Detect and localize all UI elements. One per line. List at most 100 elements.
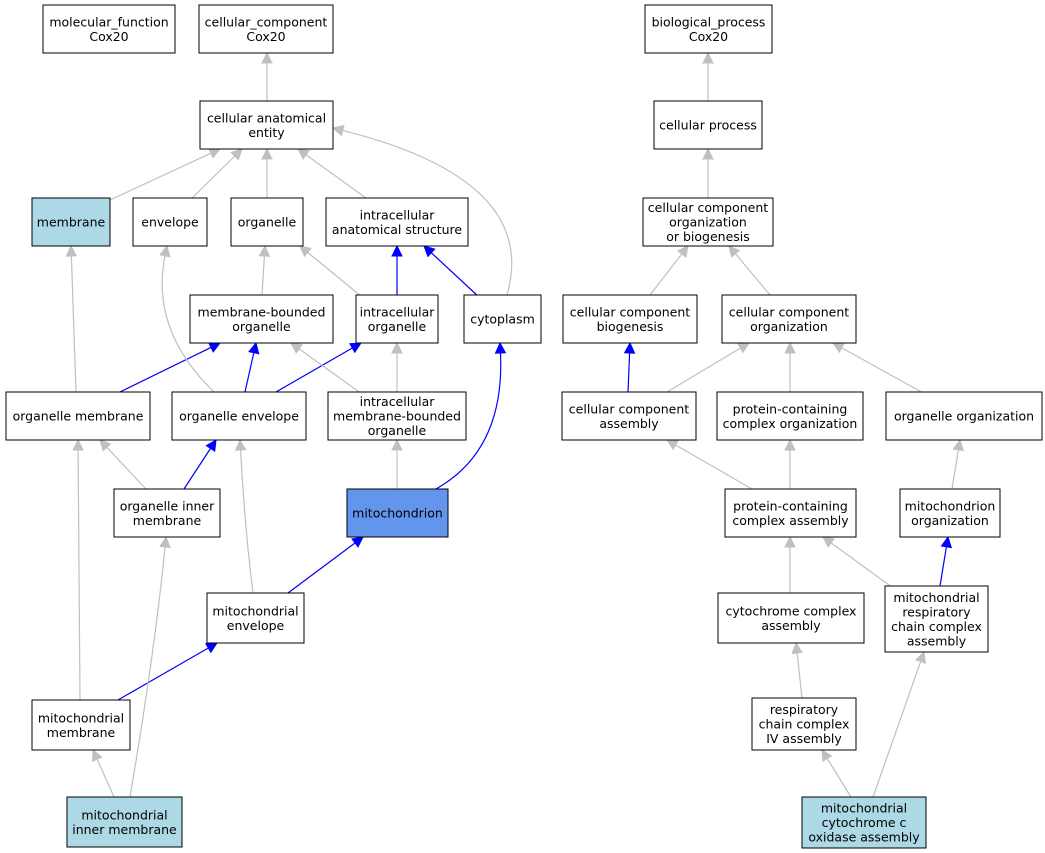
node-label-line: cytoplasm xyxy=(470,312,535,327)
node-label-line: cellular anatomical xyxy=(207,110,326,125)
node-organelle-membrane[interactable]: organelle membrane xyxy=(5,391,151,441)
node-membrane[interactable]: membrane xyxy=(31,197,111,247)
edge-intracellular_organelle-to-organelle xyxy=(299,245,363,298)
edges-layer xyxy=(65,51,965,798)
edge-cellular_anatomical_entity-to-cellular_component xyxy=(261,51,273,101)
node-label-line: IV assembly xyxy=(766,731,842,746)
node-label-line: mitochondrion xyxy=(352,506,443,521)
edge-mito_organization-to-organelle_organization xyxy=(951,438,965,490)
node-box xyxy=(717,592,865,644)
node-label-line: protein-containing xyxy=(733,498,848,513)
edge-mito_membrane-to-organelle_membrane xyxy=(72,438,84,701)
node-box xyxy=(562,294,698,344)
node-label-line: membrane xyxy=(133,513,202,528)
node-label-line: organelle membrane xyxy=(13,409,144,424)
node-box xyxy=(171,391,307,441)
node-box xyxy=(198,4,334,54)
node-label-line: mitochondrial xyxy=(893,590,979,605)
edge-mcoa-to-mrcca xyxy=(872,650,926,798)
node-box xyxy=(885,391,1043,441)
node-organelle[interactable]: organelle xyxy=(230,197,304,247)
node-label-line: biological_process xyxy=(652,14,766,29)
node-label-line: mitochondrial xyxy=(821,801,907,816)
node-label-line: chain complex xyxy=(759,717,850,732)
node-label-line: cytochrome complex xyxy=(726,603,857,618)
edge-membrane_bounded_organelle-to-organelle xyxy=(258,244,271,296)
node-label-line: intracellular xyxy=(360,207,436,222)
node-box xyxy=(642,197,774,247)
node-label-line: anatomical structure xyxy=(332,222,462,237)
edge-cc_assembly-to-cc_organization xyxy=(666,342,750,393)
node-mitochondrion[interactable]: mitochondrion xyxy=(346,488,449,538)
node-box xyxy=(751,697,857,751)
node-label-line: organization xyxy=(911,513,989,528)
edge-cc_organization-to-ccob xyxy=(728,245,771,296)
node-label-line: cellular process xyxy=(659,118,757,133)
edge-cytoplasm-to-cellular_anatomical_entity xyxy=(331,124,513,296)
node-label-line: respiratory xyxy=(770,702,839,717)
node-label-line: assembly xyxy=(599,416,659,431)
node-box xyxy=(5,391,151,441)
node-box xyxy=(206,592,305,644)
node-box xyxy=(644,4,773,54)
edge-mrcca-to-mito_organization xyxy=(939,535,953,587)
edge-imbo-to-intracellular_organelle xyxy=(391,341,403,392)
edge-cellular_process-to-biological_process xyxy=(702,51,714,101)
node-cellular-process[interactable]: cellular process xyxy=(653,100,763,150)
node-box xyxy=(66,796,183,848)
node-label-line: intracellular xyxy=(360,304,436,319)
edge-intracellular_anatomical_structure-to-cellular_anatomical_entity xyxy=(297,148,367,199)
edge-organelle_organization-to-cc_organization xyxy=(832,342,926,395)
edge-intracellular_organelle-to-intracellular_anatomical_structure xyxy=(391,244,403,295)
node-box xyxy=(884,585,989,653)
node-organelle-envelope[interactable]: organelle envelope xyxy=(171,391,307,441)
edge-mito_membrane-to-mito_envelope xyxy=(117,642,218,701)
edge-cytoplasm-to-intracellular_anatomical_structure xyxy=(423,245,480,298)
edge-organelle_envelope-to-intracellular_organelle xyxy=(275,342,362,393)
edge-mito_inner_membrane-to-mito_membrane xyxy=(91,748,115,798)
node-label-line: membrane-bounded xyxy=(198,304,326,319)
node-box xyxy=(199,100,334,150)
node-label-line: organelle xyxy=(368,319,427,334)
node-cytoplasm[interactable]: cytoplasm xyxy=(463,294,542,344)
edge-membrane-to-cellular_anatomical_entity xyxy=(109,148,222,201)
node-label-line: assembly xyxy=(761,618,821,633)
edge-ccob-to-cellular_process xyxy=(702,147,714,198)
node-label-line: molecular_function xyxy=(49,14,168,29)
edge-envelope-to-cellular_anatomical_entity xyxy=(191,148,243,199)
node-label-line: inner membrane xyxy=(72,822,177,837)
node-organelle-organization[interactable]: organelle organization xyxy=(885,391,1043,441)
node-box xyxy=(716,391,864,441)
edge-organelle_inner_membrane-to-organelle_membrane xyxy=(99,439,147,490)
node-envelope[interactable]: envelope xyxy=(132,197,208,247)
node-label-line: complex organization xyxy=(723,416,858,431)
node-label-line: envelope xyxy=(141,215,199,230)
node-label-line: membrane xyxy=(47,725,116,740)
edge-organelle_membrane-to-membrane xyxy=(65,244,78,393)
node-box xyxy=(346,488,449,538)
